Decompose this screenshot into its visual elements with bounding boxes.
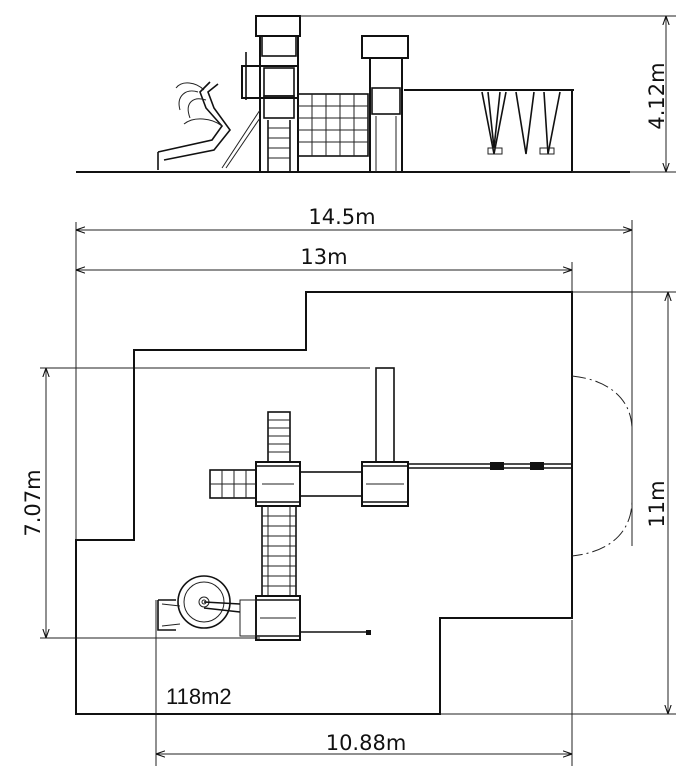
plan-swing-beam [408, 430, 573, 500]
plan-view: 14.5m 13m 11m 7.07m 10.88m [21, 205, 676, 766]
plan-upright [375, 367, 395, 463]
elevation-view: 4.12m [76, 15, 676, 173]
bottom-width-dimension: 10.88m [156, 731, 572, 755]
elevation-net-panel [297, 93, 369, 157]
plan-spiral-slide [157, 575, 241, 631]
elevation-tower-left [221, 15, 301, 172]
plan-deck-bottom [239, 595, 301, 641]
depth-dimension: 11m [645, 292, 669, 714]
bottom-width-label: 10.88m [326, 731, 407, 755]
inner-width-dimension: 13m [76, 245, 572, 270]
height-label: 4.12m [645, 62, 669, 129]
plan-steps [209, 469, 257, 499]
plan-bridge [299, 471, 363, 497]
elevation-slide [157, 81, 232, 170]
overall-width-dimension: 14.5m [76, 205, 632, 230]
equipment-depth-dimension: 7.07m [21, 368, 46, 638]
equipment-depth-label: 7.07m [21, 469, 45, 536]
plan-deck-left [255, 461, 301, 507]
elevation-tower-right [361, 35, 409, 172]
depth-label: 11m [645, 480, 669, 527]
area-label: 118m2 [166, 684, 232, 709]
plan-net-tunnel [261, 505, 297, 597]
overall-width-label: 14.5m [308, 205, 375, 229]
swing-zone-arc [571, 375, 633, 557]
plan-ladder [267, 411, 291, 463]
elevation-swing [404, 89, 574, 172]
height-dimension: 4.12m [300, 15, 676, 173]
inner-width-label: 13m [300, 245, 347, 269]
safety-area-outline [75, 291, 573, 715]
plan-deck-right [361, 461, 409, 507]
